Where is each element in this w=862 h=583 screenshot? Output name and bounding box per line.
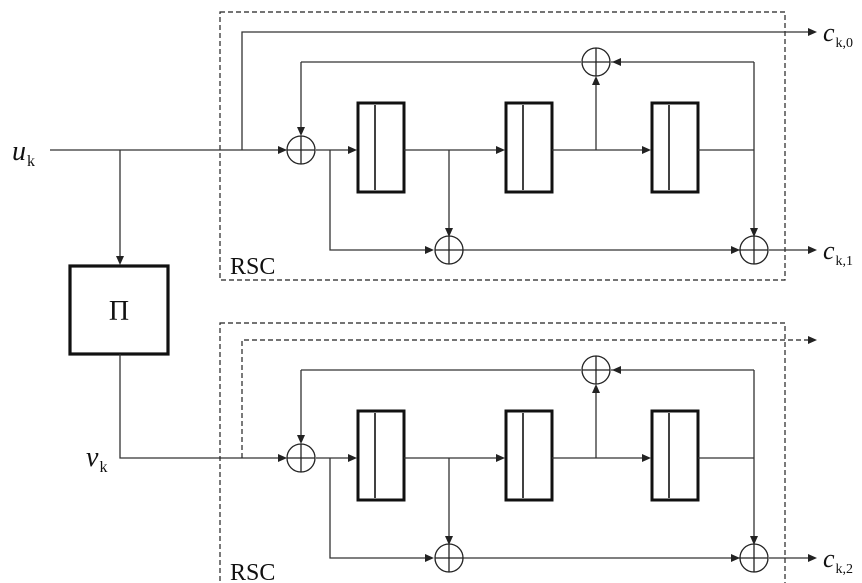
xor-adder-bottom-feedback	[581, 355, 611, 385]
arrow-icon	[496, 146, 505, 154]
interleaver-label: Π	[109, 296, 129, 327]
arrow-icon	[592, 76, 600, 85]
arrow-icon	[612, 366, 621, 374]
xor-adder-top-parity-1	[434, 235, 464, 265]
xor-adder-top-parity-2	[739, 235, 769, 265]
arrow-icon	[348, 146, 357, 154]
interleaver: Π	[68, 150, 286, 459]
arrow-icon	[496, 454, 505, 462]
input-label-u: uk	[12, 136, 35, 170]
arrow-icon	[297, 435, 305, 444]
arrow-icon	[808, 246, 817, 254]
arrow-icon	[612, 58, 621, 66]
rsc-top-boundary	[219, 11, 786, 281]
arrow-icon	[642, 454, 651, 462]
rsc-encoder-top: RSC	[50, 11, 817, 281]
shift-register-bottom-2	[504, 409, 554, 502]
arrow-icon	[425, 246, 434, 254]
xor-adder-bottom-parity-1	[434, 543, 464, 573]
arrow-icon	[116, 256, 124, 265]
arrow-icon	[750, 228, 758, 237]
xor-adder-top-input	[286, 135, 316, 165]
input-label-v: vk	[86, 442, 107, 476]
arrow-icon	[592, 384, 600, 393]
rsc-bottom-boundary	[219, 322, 786, 583]
arrow-icon	[808, 554, 817, 562]
xor-adder-top-feedback	[581, 47, 611, 77]
output-label-c-k1: ck,1	[823, 236, 853, 269]
output-label-c-k2: ck,2	[823, 544, 853, 577]
arrow-icon	[750, 536, 758, 545]
arrow-icon	[808, 28, 817, 36]
output-label-c-k0: ck,0	[823, 18, 853, 51]
shift-register-bottom-3	[650, 409, 700, 502]
shift-register-top-2	[504, 101, 554, 194]
xor-adder-bottom-parity-2	[739, 543, 769, 573]
shift-register-top-1	[356, 101, 406, 194]
interleaver-block	[68, 264, 170, 356]
arrow-icon	[808, 336, 817, 344]
rsc-bottom-label: RSC	[230, 560, 275, 583]
arrow-icon	[445, 228, 453, 237]
rsc-encoder-bottom: RSC	[219, 322, 817, 583]
xor-adder-bottom-input	[286, 443, 316, 473]
arrow-icon	[642, 146, 651, 154]
arrow-icon	[278, 454, 287, 462]
arrow-icon	[425, 554, 434, 562]
shift-register-bottom-1	[356, 409, 406, 502]
arrow-icon	[297, 127, 305, 136]
arrow-icon	[348, 454, 357, 462]
arrow-icon	[445, 536, 453, 545]
arrow-icon	[731, 246, 740, 254]
arrow-icon	[731, 554, 740, 562]
arrow-icon	[278, 146, 287, 154]
rsc-top-label: RSC	[230, 254, 275, 280]
shift-register-top-3	[650, 101, 700, 194]
